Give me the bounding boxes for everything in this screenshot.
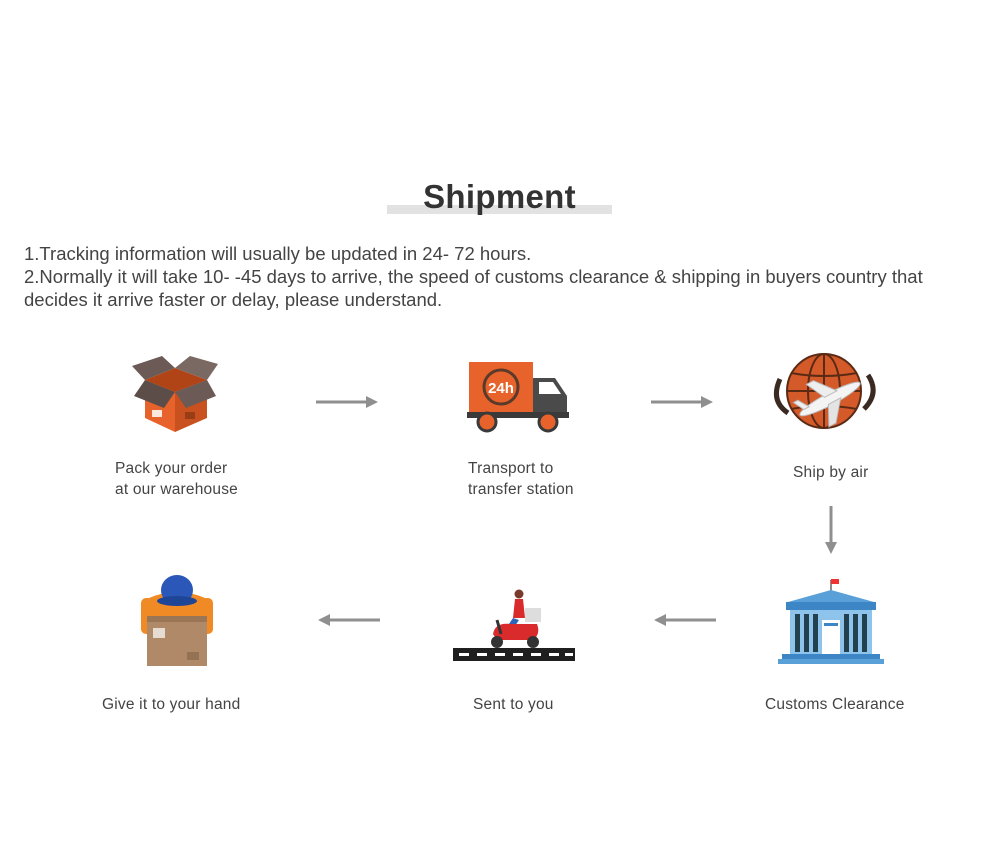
shipping-notes: 1.Tracking information will usually be u…	[24, 242, 974, 311]
step-label-line1: Sent to you	[473, 696, 554, 713]
step-ship-by-air: Ship by air	[760, 345, 910, 495]
step-label: Transport to transfer station	[468, 458, 574, 500]
delivery-person-icon	[141, 575, 213, 666]
step-label-line1: Ship by air	[793, 464, 869, 481]
arrow-left-icon	[318, 614, 380, 626]
step-label-line2: transfer station	[468, 481, 574, 498]
step-sent-to-you: Sent to you	[445, 580, 585, 720]
title-underline	[387, 205, 612, 214]
step-label-line2: at our warehouse	[115, 481, 238, 498]
note-line-3: decides it arrive faster or delay, pleas…	[24, 289, 443, 310]
truck-24h-icon: 24h	[467, 362, 569, 433]
step-customs-clearance: Customs Clearance	[760, 574, 930, 724]
box-icon	[132, 356, 218, 432]
step-label: Ship by air	[793, 462, 868, 483]
page-title: Shipment	[423, 178, 576, 215]
step-give-to-hand: Give it to your hand	[95, 570, 265, 720]
note-line-2: 2.Normally it will take 10- -45 days to …	[24, 266, 923, 287]
step-label: Pack your order at our warehouse	[115, 458, 238, 500]
arrow-right-icon	[651, 396, 713, 408]
step-pack-order: Pack your order at our warehouse	[100, 350, 270, 500]
step-label-line1: Pack your order	[115, 460, 228, 477]
scooter-courier-icon	[453, 589, 575, 661]
step-label: Customs Clearance	[765, 694, 905, 715]
globe-plane-icon	[773, 353, 876, 429]
step-label-line1: Transport to	[468, 460, 554, 477]
step-transport: 24h Transport to transfer station	[455, 350, 625, 500]
title-block: Shipment	[387, 178, 612, 218]
note-line-1: 1.Tracking information will usually be u…	[24, 243, 532, 264]
step-label: Sent to you	[473, 694, 554, 715]
step-label-line1: Customs Clearance	[765, 696, 905, 713]
arrow-right-icon	[316, 396, 378, 408]
arrow-left-icon	[654, 614, 716, 626]
step-label-line1: Give it to your hand	[102, 696, 241, 713]
arrow-down-icon	[825, 506, 837, 554]
svg-text:24h: 24h	[488, 380, 514, 397]
step-label: Give it to your hand	[102, 694, 240, 715]
customs-building-icon	[778, 579, 884, 664]
